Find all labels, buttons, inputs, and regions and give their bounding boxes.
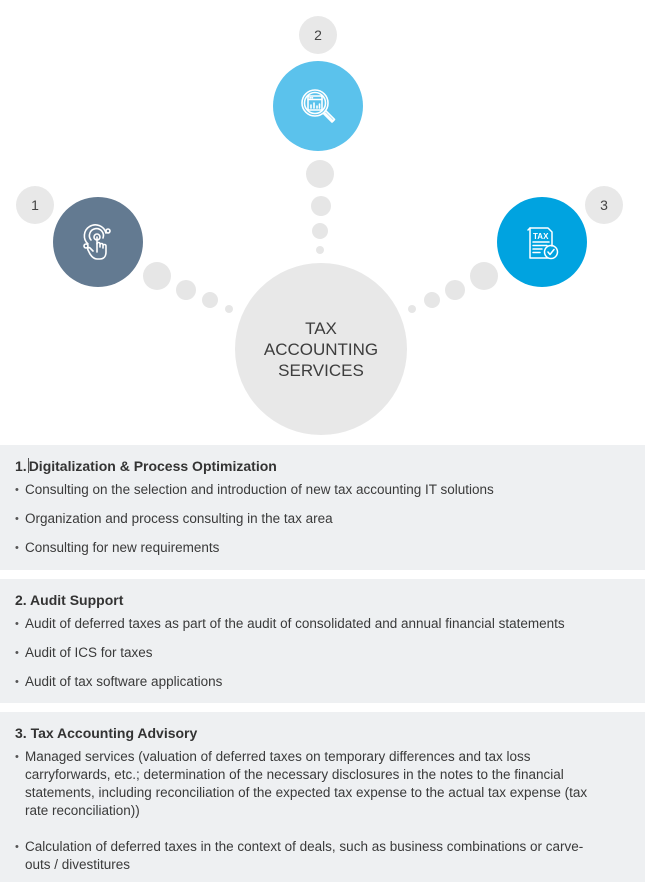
list-item: Audit of deferred taxes as part of the a… <box>15 615 645 633</box>
section-title-text[interactable]: Digitalization & Process Optimization <box>28 458 277 474</box>
service-list: Managed services (valuation of deferred … <box>15 748 645 874</box>
node-number-badge-1: 1 <box>16 186 54 224</box>
connector-dot <box>470 262 498 290</box>
node-digitalization[interactable] <box>53 197 143 287</box>
node-audit-support[interactable] <box>273 61 363 151</box>
connector-dot <box>316 246 324 254</box>
connector-dot <box>306 160 334 188</box>
section-number: 1. <box>15 458 27 474</box>
tax-accounting-services-diagram: 1 2 3 TAX <box>0 0 645 440</box>
service-list: Consulting on the selection and introduc… <box>15 481 645 557</box>
list-item: Audit of tax software applications <box>15 673 645 691</box>
service-list: Audit of deferred taxes as part of the a… <box>15 615 645 691</box>
section-title: 2. Audit Support <box>15 592 124 608</box>
center-label-line: SERVICES <box>278 360 364 380</box>
list-item: Organization and process consulting in t… <box>15 510 645 528</box>
section-tax-accounting-advisory: 3. Tax Accounting Advisory Managed servi… <box>0 712 645 882</box>
list-item: Consulting on the selection and introduc… <box>15 481 645 499</box>
connector-dot <box>202 292 218 308</box>
connector-dot <box>312 223 328 239</box>
connector-dot <box>408 305 416 313</box>
center-label-line: ACCOUNTING <box>263 339 379 359</box>
node-number-badge-2: 2 <box>299 16 337 54</box>
center-hub: TAX ACCOUNTING SERVICES <box>235 263 407 435</box>
list-item: Calculation of deferred taxes in the con… <box>15 838 645 874</box>
connector-dot <box>424 292 440 308</box>
node-number-badge-3: 3 <box>585 186 623 224</box>
section-digitalization: 1.Digitalization & Process Optimization … <box>0 445 645 570</box>
list-item: Managed services (valuation of deferred … <box>15 748 645 820</box>
connector-dot <box>225 305 233 313</box>
svg-text:TAX: TAX <box>533 232 549 241</box>
magnifier-chart-icon <box>301 89 336 123</box>
tax-document-check-icon: TAX <box>527 227 559 260</box>
connector-dot <box>445 280 465 300</box>
list-item: Audit of ICS for taxes <box>15 644 645 662</box>
connector-dot <box>311 196 331 216</box>
connector-dot <box>143 262 171 290</box>
touch-target-icon <box>83 224 111 260</box>
node-tax-accounting-advisory[interactable]: TAX <box>497 197 587 287</box>
section-title: 3. Tax Accounting Advisory <box>15 725 198 741</box>
center-label-line: TAX <box>305 318 337 338</box>
section-title: 1.Digitalization & Process Optimization <box>15 457 645 475</box>
section-audit-support: 2. Audit Support Audit of deferred taxes… <box>0 579 645 703</box>
list-item: Consulting for new requirements <box>15 539 645 557</box>
text-caret <box>27 458 29 473</box>
connector-dot <box>176 280 196 300</box>
